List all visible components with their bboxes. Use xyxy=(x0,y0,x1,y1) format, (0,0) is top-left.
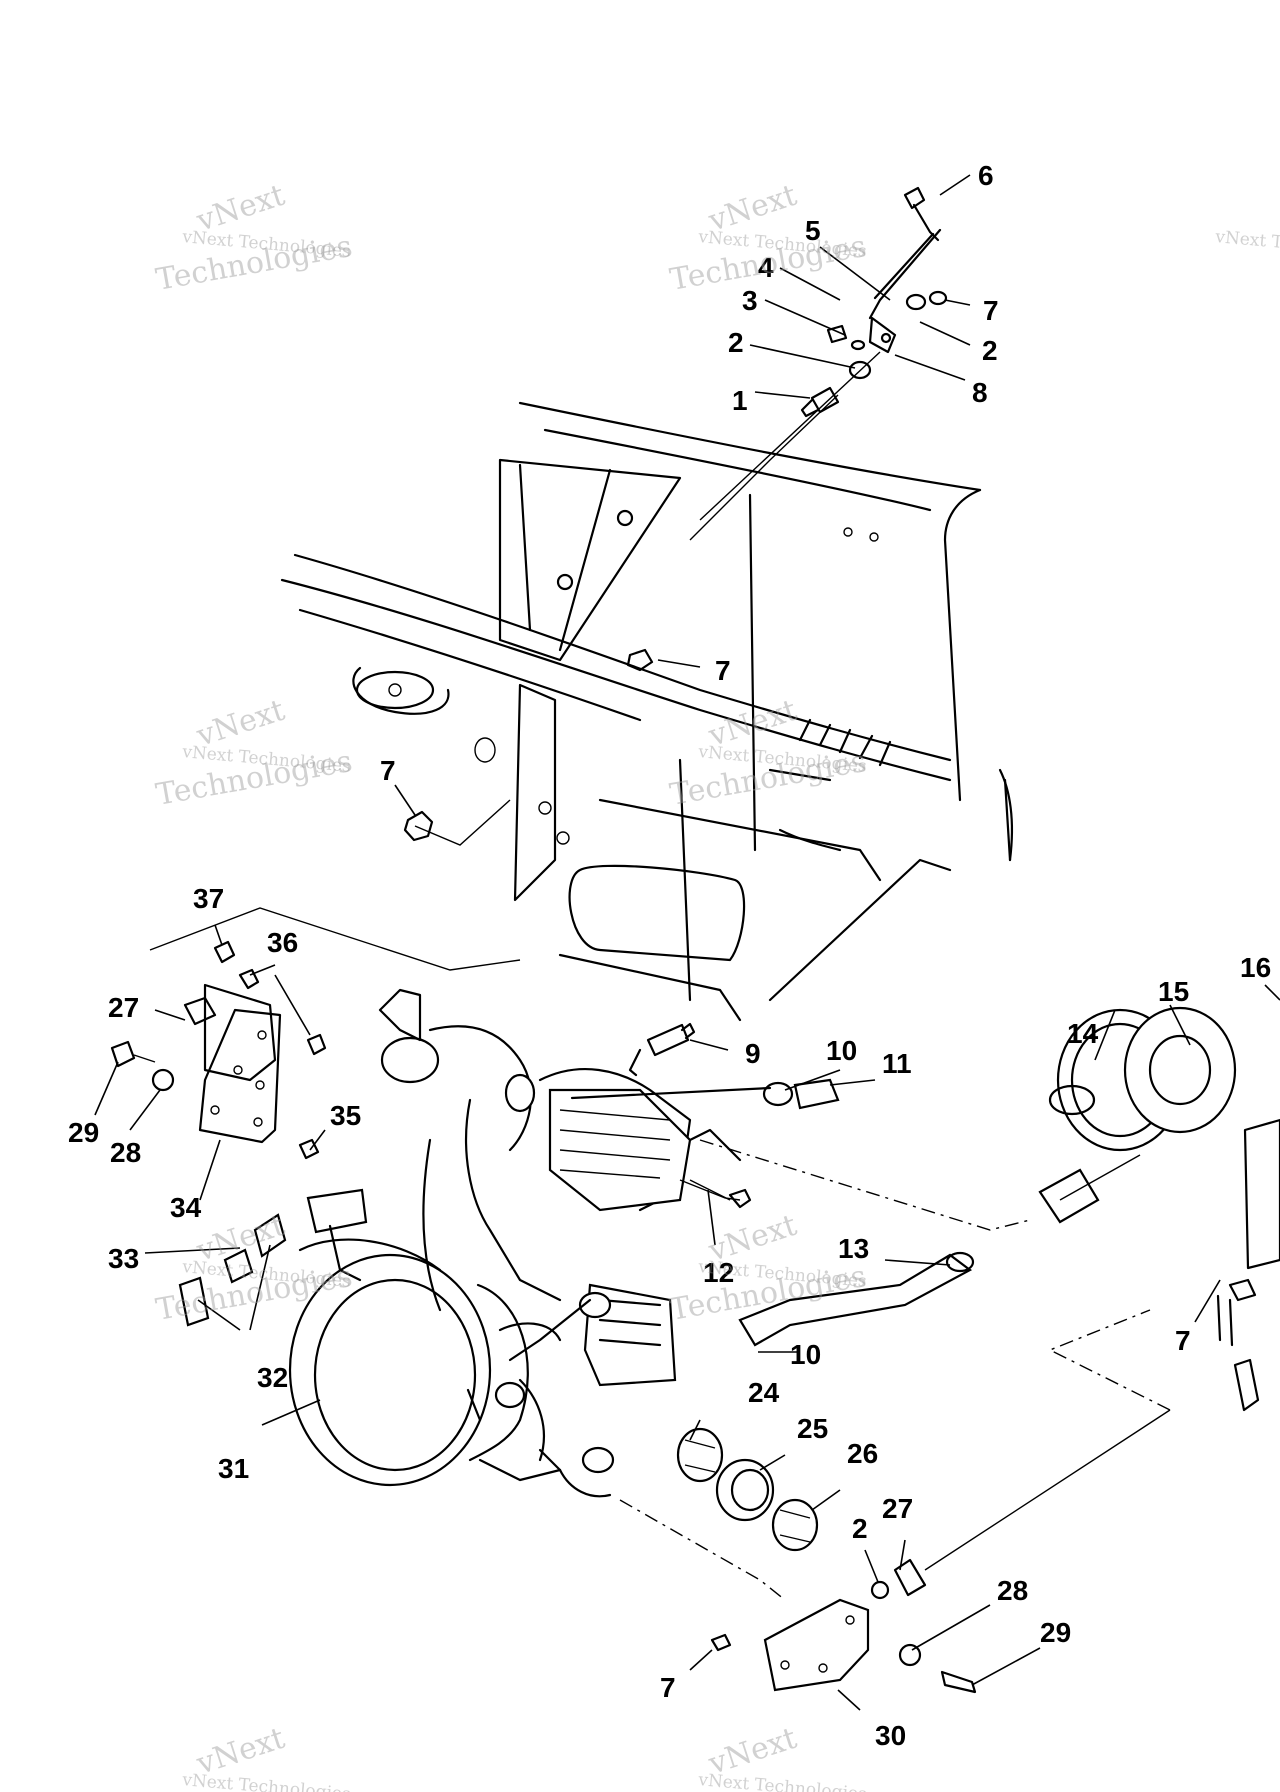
callout-14: 14 xyxy=(1067,1018,1099,1049)
callout-7: 7 xyxy=(1175,1325,1191,1356)
watermark-bottom-center: vNext vNext Technologies xyxy=(697,1721,868,1792)
callout-32: 32 xyxy=(257,1362,288,1393)
callout-7: 7 xyxy=(660,1672,676,1703)
callout-13: 13 xyxy=(838,1233,869,1264)
callout-30: 30 xyxy=(875,1720,906,1751)
callout-7: 7 xyxy=(715,655,731,686)
callout-7: 7 xyxy=(380,755,396,786)
left-mount-plate xyxy=(110,907,521,1160)
engine xyxy=(288,988,752,1498)
callout-1: 1 xyxy=(732,385,748,416)
watermark-top-right: vNext Technologies xyxy=(1214,227,1280,262)
callout-10: 10 xyxy=(826,1035,857,1066)
callout-12: 12 xyxy=(703,1257,734,1288)
watermark-mid-left: vNext vNext Technologies Technologies xyxy=(153,693,355,813)
watermark-top-left: vNext vNext Technologies Technologies xyxy=(153,178,355,298)
callout-35: 35 xyxy=(330,1100,361,1131)
frame-assembly xyxy=(280,401,1014,1022)
callout-27: 27 xyxy=(882,1493,913,1524)
callout-9: 9 xyxy=(745,1038,761,1069)
watermark-line2: vNext Technologies xyxy=(181,1770,352,1792)
watermark-top-center: vNext vNext Technologies Technologies xyxy=(667,178,869,298)
callout-10: 10 xyxy=(790,1339,821,1370)
callout-29: 29 xyxy=(68,1117,99,1148)
watermark-mid-center: vNext vNext Technologies Technologies xyxy=(667,693,869,813)
callout-26: 26 xyxy=(847,1438,878,1469)
watermark-line2: vNext Technologies xyxy=(697,1770,868,1792)
callout-37: 37 xyxy=(193,883,224,914)
callout-3: 3 xyxy=(742,285,758,316)
upper-mount-hardware xyxy=(689,186,948,541)
drive-clutch xyxy=(1038,1006,1280,1412)
callout-24: 24 xyxy=(748,1377,780,1408)
callout-6: 6 xyxy=(978,160,994,191)
callout-33: 33 xyxy=(108,1243,139,1274)
callout-25: 25 xyxy=(797,1413,828,1444)
starter-parts xyxy=(178,1213,287,1327)
callout-34: 34 xyxy=(170,1192,202,1223)
callout-15: 15 xyxy=(1158,976,1189,1007)
wire-and-exhaust-hose xyxy=(679,1139,1031,1347)
callout-11: 11 xyxy=(882,1048,912,1079)
watermark-bottom-left: vNext vNext Technologies xyxy=(181,1721,352,1792)
leader-lines xyxy=(94,174,1280,1711)
callout-28: 28 xyxy=(110,1137,141,1168)
watermark-line2: vNext Technologies xyxy=(1214,227,1280,262)
callout-31: 31 xyxy=(218,1453,249,1484)
lower-mount-hardware xyxy=(619,1309,1171,1694)
callout-28: 28 xyxy=(997,1575,1028,1606)
callout-4: 4 xyxy=(758,252,774,283)
spark-plug xyxy=(628,1022,696,1077)
callout-29: 29 xyxy=(1040,1617,1071,1648)
callout-8: 8 xyxy=(972,377,988,408)
callout-7: 7 xyxy=(983,295,999,326)
callout-36: 36 xyxy=(267,927,298,958)
callout-2: 2 xyxy=(982,335,998,366)
callout-5: 5 xyxy=(805,215,821,246)
hose-clamp-and-sleeve xyxy=(570,1078,840,1110)
frame-nut xyxy=(403,648,654,846)
callout-2: 2 xyxy=(728,327,744,358)
callout-labels: 6 5 4 3 7 2 2 1 8 7 7 37 36 27 29 28 35 … xyxy=(68,160,1271,1751)
callout-27: 27 xyxy=(108,992,139,1023)
callout-16: 16 xyxy=(1240,952,1271,983)
callout-2: 2 xyxy=(852,1513,868,1544)
